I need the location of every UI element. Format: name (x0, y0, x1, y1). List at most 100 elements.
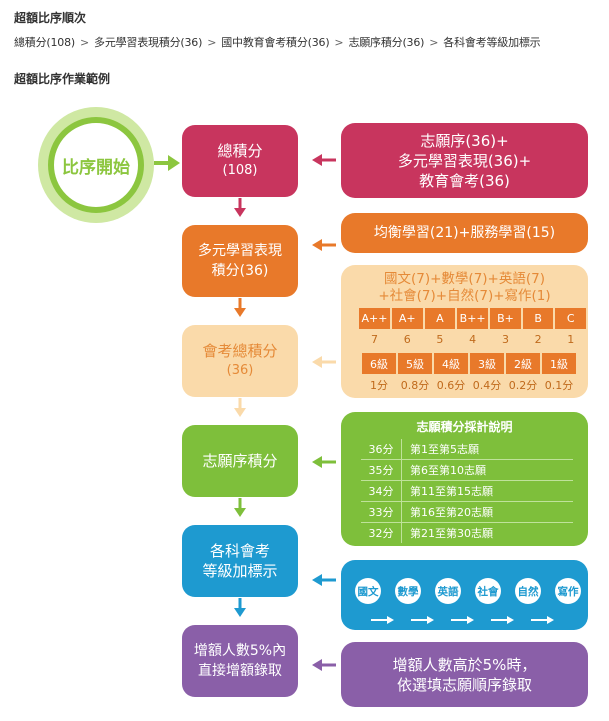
down-arrow-icon (234, 598, 246, 617)
step-exam-score: 會考總積分 (36) (182, 325, 298, 397)
subject-badge: 社會 (475, 578, 501, 604)
grade-cell: C (555, 308, 586, 329)
right-arrow-icon (411, 616, 434, 624)
grade-cell: A+ (391, 308, 423, 329)
points-cell: 34分 (361, 480, 402, 502)
level-cell: 4級 (434, 353, 468, 374)
breadcrumb: 總積分(108)>多元學習表現積分(36)>國中教育會考積分(36)>志願序積分… (14, 34, 541, 50)
detail-extra-admission: 增額人數高於5%時， 依選填志願順序錄取 (341, 642, 588, 707)
left-arrow-icon (312, 239, 336, 251)
grade-points-cell: 5 (436, 333, 444, 346)
heading-example: 超額比序作業範例 (14, 72, 111, 86)
detail-preference-score: 志願積分採計說明 36分第1至第5志願 35分第6至第10志願 34分第11至第… (341, 412, 588, 546)
detail-line: 均衡學習(21)+服務學習(15) (373, 225, 556, 241)
step-extra-admission: 增額人數5%內 直接增額錄取 (182, 625, 298, 697)
detail-subject-grades (341, 560, 588, 630)
grade-points-row: 7 6 5 4 3 2 1 (359, 329, 586, 350)
down-arrow-icon (234, 498, 246, 517)
points-cell: 36分 (361, 439, 402, 460)
right-arrow-icon (371, 616, 394, 624)
step-diverse-learning: 多元學習表現 積分(36) (182, 225, 298, 297)
subject-badge: 國文 (355, 578, 381, 604)
down-arrow-icon (234, 298, 246, 317)
level-cell: 5級 (398, 353, 432, 374)
step-preference-score: 志願序積分 (182, 425, 298, 497)
detail-diverse-learning: 均衡學習(21)+服務學習(15) (341, 213, 588, 253)
level-points-cell: 0.8分 (400, 378, 430, 392)
breadcrumb-item: 志願序積分(36) (348, 36, 425, 49)
preference-table: 36分第1至第5志願 35分第6至第10志願 34分第11至第15志願 33分第… (361, 439, 573, 543)
level-cell: 3級 (470, 353, 504, 374)
detail-exam-score: 國文(7)+數學(7)+英語(7) +社會(7)+自然(7)+寫作(1) A++… (341, 265, 588, 398)
subject-badge: 自然 (515, 578, 541, 604)
grade-cell: B (522, 308, 554, 329)
left-arrow-icon (312, 456, 336, 468)
step-line: 會考總積分 (202, 342, 278, 360)
grade-points-cell: 2 (534, 333, 542, 346)
level-cell: 6級 (362, 353, 396, 374)
range-cell: 第6至第10志願 (401, 459, 573, 481)
step-subject-grades: 各科會考 等級加標示 (182, 525, 298, 597)
grade-points-cell: 4 (469, 333, 477, 346)
breadcrumb-item: 國中教育會考積分(36) (221, 36, 330, 49)
step-line: 直接增額錄取 (198, 663, 282, 679)
step-line: (36) (226, 363, 254, 378)
grade-cell: A++ (359, 308, 390, 329)
heading-order: 超額比序順次 (14, 11, 87, 25)
breadcrumb-item: 總積分(108) (14, 36, 75, 49)
points-cell: 33分 (361, 501, 402, 523)
level-points-cell: 1分 (370, 378, 388, 392)
range-cell: 第21至第30志願 (410, 527, 493, 540)
level-row: 6級 5級 4級 3級 2級 1級 (362, 353, 576, 374)
level-points-row: 1分 0.8分 0.6分 0.4分 0.2分 0.1分 (362, 374, 576, 395)
grade-points-cell: 6 (403, 333, 411, 346)
table-row: 33分第16至第20志願 (361, 501, 573, 523)
step-line: 志願序積分 (202, 452, 278, 470)
right-arrow-icon (451, 616, 474, 624)
table-row: 34分第11至第15志願 (361, 480, 573, 502)
start-arrow-icon (154, 155, 180, 171)
right-arrow-icon (491, 616, 514, 624)
subject-badge: 英語 (435, 578, 461, 604)
range-cell: 第16至第20志願 (401, 501, 573, 523)
subject-arrows (371, 616, 554, 624)
points-cell: 32分 (361, 522, 402, 543)
table-row: 32分第21至第30志願 (361, 522, 573, 543)
step-total-score: 總積分 (108) (182, 125, 298, 197)
level-table: 6級 5級 4級 3級 2級 1級 1分 0.8分 0.6分 0.4分 0.2分… (360, 353, 578, 395)
down-arrow-icon (234, 398, 246, 417)
detail-total-score: 志願序(36)+ 多元學習表現(36)+ 教育會考(36) (341, 123, 588, 198)
level-cell: 1級 (542, 353, 576, 374)
detail-line: 多元學習表現(36)+ (397, 151, 532, 170)
range-cell: 第11至第15志願 (401, 480, 573, 502)
detail-line: 依選填志願順序錄取 (396, 675, 532, 694)
grade-row: A++ A+ A B++ B+ B C (359, 308, 586, 329)
step-line: 增額人數5%內 (193, 643, 287, 659)
right-arrow-icon (531, 616, 554, 624)
breadcrumb-item: 各科會考等級加標示 (443, 36, 541, 49)
grade-points-cell: 7 (370, 333, 378, 346)
level-points-cell: 0.2分 (508, 378, 538, 392)
level-points-cell: 0.6分 (436, 378, 466, 392)
table-row: 35分第6至第10志願 (361, 459, 573, 481)
breadcrumb-item: 多元學習表現積分(36) (94, 36, 203, 49)
step-line: 多元學習表現 (198, 243, 282, 259)
start-circle: 比序開始 (48, 117, 144, 213)
table-row: 36分第1至第5志願 (361, 439, 573, 460)
level-points-cell: 0.4分 (472, 378, 502, 392)
detail-line: 志願序(36)+ (420, 131, 509, 150)
left-arrow-icon (312, 154, 336, 166)
subject-badge: 寫作 (555, 578, 581, 604)
grade-points-cell: 1 (567, 333, 575, 346)
points-cell: 35分 (361, 459, 402, 481)
subject-badge: 數學 (395, 578, 421, 604)
level-points-cell: 0.1分 (544, 378, 574, 392)
breadcrumb-separator: > (79, 36, 90, 49)
step-line: (108) (222, 163, 258, 178)
grade-table: A++ A+ A B++ B+ B C 7 6 5 4 3 2 1 (357, 308, 588, 350)
step-line: 等級加標示 (202, 562, 278, 580)
step-line: 各科會考 (209, 542, 270, 560)
grade-cell: A (424, 308, 456, 329)
left-arrow-icon (312, 356, 336, 368)
